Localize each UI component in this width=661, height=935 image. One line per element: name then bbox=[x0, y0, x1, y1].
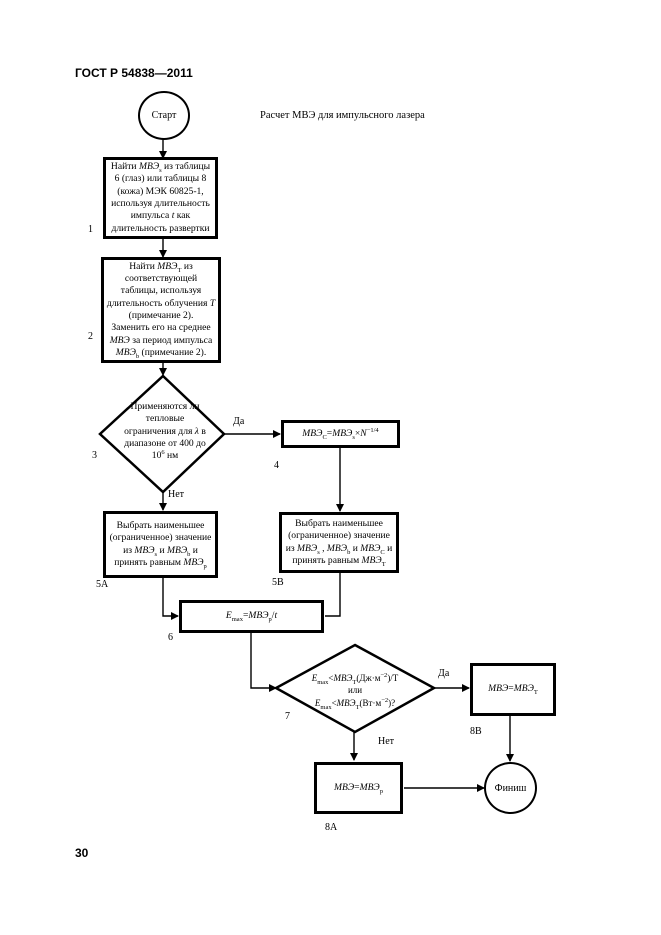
step-8a-box: МВЭ=МВЭp bbox=[314, 762, 403, 814]
step-5a-box: Выбрать наименьшее (ограниченное) значен… bbox=[103, 511, 218, 578]
step-6-number: 6 bbox=[168, 632, 173, 643]
step-1-number: 1 bbox=[88, 224, 93, 235]
step-4-box: МВЭC=МВЭs×N−1/4 bbox=[281, 420, 400, 448]
decision-3-text: Применяются ли тепловые ограничения для … bbox=[124, 401, 206, 462]
arrow-5a-to-6 bbox=[162, 577, 179, 620]
decision-7-no-label: Нет bbox=[378, 736, 395, 747]
arrow-6-to-7 bbox=[250, 632, 277, 692]
start-node: Старт bbox=[138, 91, 190, 140]
decision-7-yes-label: Да bbox=[438, 668, 450, 679]
step-2-number: 2 bbox=[88, 331, 93, 342]
decision-3-diamond bbox=[98, 374, 226, 494]
page-number: 30 bbox=[75, 846, 89, 860]
step-4-number: 4 bbox=[274, 460, 279, 471]
step-6-box: Emax=МВЭp/t bbox=[179, 600, 324, 633]
step-3-number: 3 bbox=[92, 450, 97, 461]
step-5a-number: 5A bbox=[96, 579, 109, 590]
decision-3-no-label: Нет bbox=[168, 489, 185, 500]
arrow-5b-to-6 bbox=[325, 572, 341, 617]
step-7-number: 7 bbox=[285, 711, 290, 722]
step-2-box: Найти МВЭT из соответствующей таблицы, и… bbox=[101, 257, 221, 363]
step-1-box: Найти МВЭs из таблицы 6 (глаз) или табли… bbox=[103, 157, 218, 239]
step-5b-box: Выбрать наименьшее (ограниченное) значен… bbox=[279, 512, 399, 573]
document-code: ГОСТ Р 54838—2011 bbox=[75, 66, 193, 80]
step-5b-number: 5B bbox=[272, 577, 284, 588]
decision-7-text: Emax<МВЭT(Дж·м−2)/T или Emax<МВЭT(Вт·м−2… bbox=[311, 672, 399, 711]
step-8a-number: 8A bbox=[325, 822, 338, 833]
decision-7-diamond bbox=[273, 643, 437, 734]
flowchart-title: Расчет МВЭ для импульсного лазера bbox=[260, 110, 425, 121]
step-8b-box: МВЭ=МВЭT bbox=[470, 663, 556, 716]
finish-node: Финиш bbox=[484, 762, 537, 814]
decision-3-yes-label: Да bbox=[233, 416, 245, 427]
step-8b-number: 8B bbox=[470, 726, 482, 737]
